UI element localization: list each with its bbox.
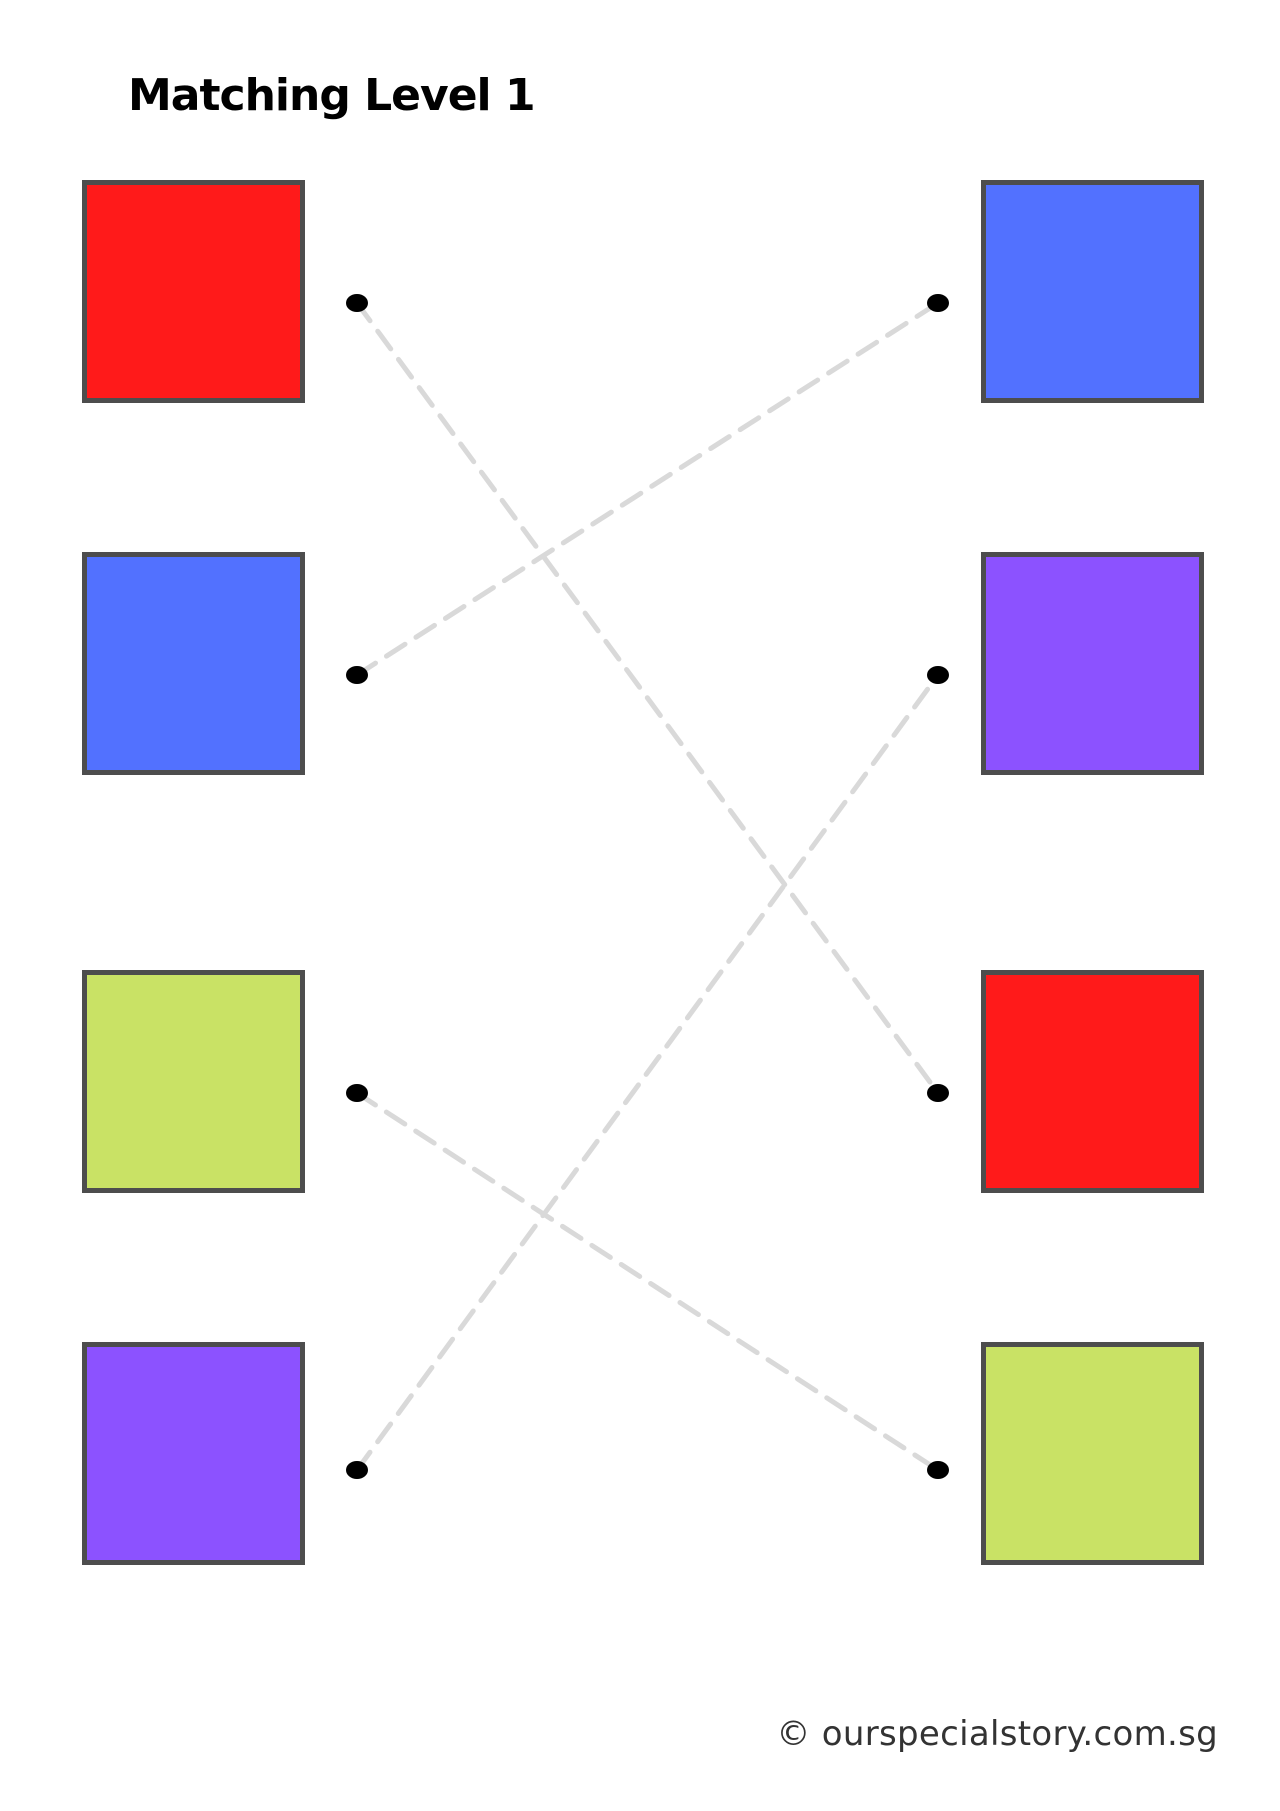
right-dot-1[interactable] <box>927 294 949 312</box>
left-dot-3[interactable] <box>346 1084 368 1102</box>
dashed-line-2[interactable] <box>354 300 941 678</box>
right-square-3 <box>981 970 1204 1193</box>
dashed-line-4[interactable] <box>354 672 941 1473</box>
right-dot-4[interactable] <box>927 1461 949 1479</box>
dashed-line-1[interactable] <box>354 300 941 1096</box>
left-dot-4[interactable] <box>346 1461 368 1479</box>
left-dot-2[interactable] <box>346 666 368 684</box>
left-square-1 <box>82 180 305 403</box>
worksheet-title: Matching Level 1 <box>128 70 536 121</box>
right-square-2 <box>981 552 1204 775</box>
copyright-footer: © ourspecialstory.com.sg <box>776 1714 1218 1754</box>
dashed-line-3[interactable] <box>354 1090 941 1473</box>
left-dot-1[interactable] <box>346 294 368 312</box>
right-square-1 <box>981 180 1204 403</box>
left-square-4 <box>82 1342 305 1565</box>
right-dot-3[interactable] <box>927 1084 949 1102</box>
right-dot-2[interactable] <box>927 666 949 684</box>
left-square-2 <box>82 552 305 775</box>
left-square-3 <box>82 970 305 1193</box>
right-square-4 <box>981 1342 1204 1565</box>
